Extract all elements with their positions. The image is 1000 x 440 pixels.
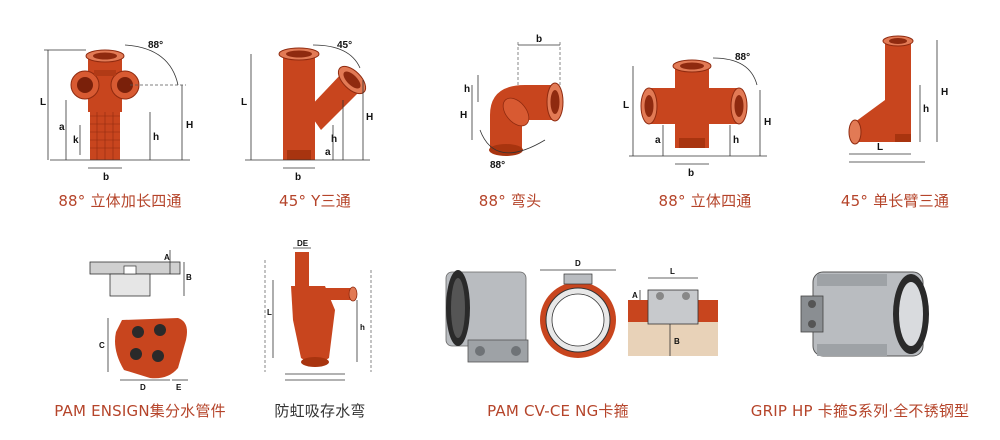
- label-h: h: [923, 104, 929, 115]
- label-b: b: [295, 172, 301, 183]
- grip-coupling-icon: [800, 271, 929, 357]
- product-caption: PAM ENSIGN集分水管件: [54, 402, 226, 420]
- product-caption: 88° 弯头: [478, 192, 542, 210]
- label-b: b: [536, 34, 542, 45]
- label-L: L: [40, 97, 46, 108]
- label-A: A: [632, 291, 638, 300]
- label-angle: 88°: [735, 52, 750, 63]
- label-h: h: [153, 132, 159, 143]
- y-branch-45-icon: L H h a b 45°: [241, 40, 373, 183]
- label-H: H: [186, 120, 193, 131]
- label-angle: 88°: [148, 40, 163, 51]
- label-H: H: [460, 110, 467, 121]
- long-arm-branch-icon: h H L: [848, 35, 948, 163]
- product-item-coupling-clamp[interactable]: D L A B PAM CV-CE NG卡箍: [438, 240, 738, 430]
- product-caption: 45° 单长臂三通: [840, 192, 950, 210]
- label-H: H: [764, 117, 771, 128]
- label-H: H: [941, 87, 948, 98]
- label-h: h: [464, 84, 470, 95]
- elbow-88-icon: b h H 88°: [460, 34, 564, 171]
- product-item-88-double-branch[interactable]: L a h H b 88° 88° 立体四通: [615, 30, 795, 220]
- product-item-manifold-fitting[interactable]: A B C D E PAM ENSIGN集分水管件: [40, 240, 240, 430]
- label-k: k: [73, 135, 79, 146]
- product-caption: 45° Y三通: [279, 192, 351, 210]
- product-caption: 88° 立体加长四通: [58, 192, 182, 210]
- label-angle: 45°: [337, 40, 352, 51]
- label-C: C: [99, 341, 105, 350]
- label-a: a: [325, 147, 331, 158]
- label-D: D: [575, 259, 581, 268]
- double-branch-extended-icon: L a k h H b 88°: [40, 40, 193, 183]
- label-b: b: [103, 172, 109, 183]
- label-h: h: [360, 323, 365, 332]
- anti-siphon-trap-icon: L DE h: [264, 239, 372, 381]
- label-b: b: [688, 168, 694, 179]
- label-D: D: [140, 383, 146, 392]
- label-H: H: [366, 112, 373, 123]
- manifold-fitting-icon: A B C D E: [89, 250, 192, 392]
- label-L: L: [241, 97, 247, 108]
- label-DE: DE: [297, 239, 309, 248]
- product-caption: 88° 立体四通: [658, 192, 752, 210]
- label-L: L: [877, 142, 883, 153]
- coupling-clamp-icon: D L A B: [445, 259, 718, 363]
- label-h: h: [733, 135, 739, 146]
- product-item-grip-coupling[interactable]: GRIP HP 卡箍S系列·全不锈钢型: [735, 240, 995, 430]
- product-item-88-elbow[interactable]: b h H 88° 88° 弯头: [420, 30, 600, 220]
- label-E: E: [176, 383, 182, 392]
- product-item-45-y-branch[interactable]: L H h a b 45° 45° Y三通: [225, 30, 405, 220]
- label-a: a: [59, 122, 65, 133]
- label-a: a: [655, 135, 661, 146]
- label-L: L: [670, 267, 675, 276]
- label-B: B: [186, 273, 192, 282]
- product-caption: GRIP HP 卡箍S系列·全不锈钢型: [750, 402, 970, 420]
- product-caption: PAM CV-CE NG卡箍: [487, 402, 629, 420]
- double-branch-icon: L a h H b 88°: [623, 52, 771, 179]
- label-L: L: [267, 308, 272, 317]
- label-A: A: [164, 253, 170, 262]
- label-L: L: [623, 100, 629, 111]
- product-item-45-long-arm-branch[interactable]: h H L 45° 单长臂三通: [805, 30, 985, 220]
- product-caption: 防虹吸存水弯: [274, 402, 366, 420]
- label-h: h: [331, 134, 337, 145]
- product-item-88-double-branch-extended[interactable]: L a k h H b 88° 88° 立体加长四通: [30, 30, 210, 220]
- product-item-anti-siphon-trap[interactable]: L DE h 防虹吸存水弯: [245, 239, 395, 430]
- label-B: B: [674, 337, 680, 346]
- label-angle: 88°: [490, 160, 505, 171]
